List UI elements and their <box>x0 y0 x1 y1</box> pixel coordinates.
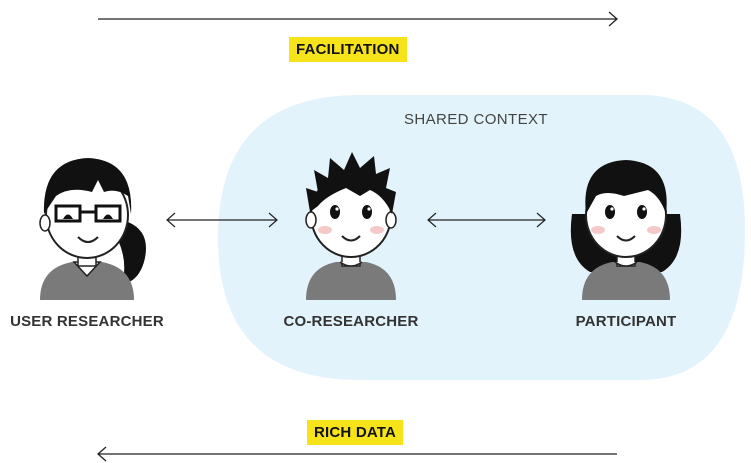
user-researcher-label: USER RESEARCHER <box>10 313 164 330</box>
facilitation-arrow <box>98 11 618 27</box>
rich-data-arrow <box>97 446 617 462</box>
participant-label: PARTICIPANT <box>575 313 677 330</box>
shared-context-label: SHARED CONTEXT <box>404 111 548 128</box>
rich-data-label: RICH DATA <box>307 420 404 445</box>
user-researcher-avatar <box>39 158 146 300</box>
co-researcher-avatar <box>305 152 397 300</box>
double-arrow-left <box>166 212 278 228</box>
participant-avatar <box>570 160 682 300</box>
co-researcher-label: CO-RESEARCHER <box>283 313 419 330</box>
facilitation-label: FACILITATION <box>289 37 407 62</box>
double-arrow-right <box>427 212 546 228</box>
